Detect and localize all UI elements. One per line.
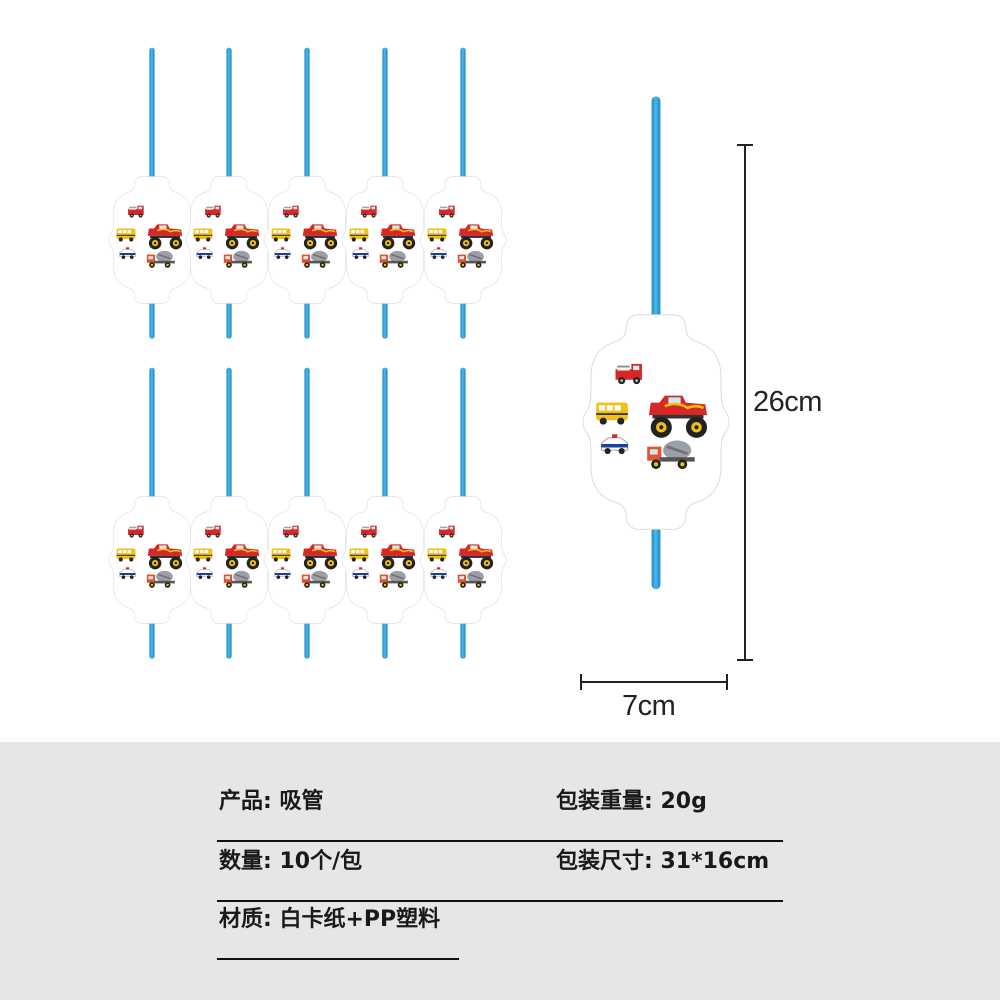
divider [217,840,783,842]
size-label: 包装尺寸: [556,849,653,874]
weight-spec: 包装重量: 20g [556,782,707,822]
straw-small-3 [264,48,350,339]
height-label: 26cm [753,386,822,418]
quantity-spec: 数量: 10个/包 [219,842,362,882]
material-value: 白卡纸+PP塑料 [279,907,441,932]
quantity-label: 数量: [219,849,272,874]
size-value: 31*16cm [660,849,770,874]
spec-row-3: 材质: 白卡纸+PP塑料 [217,900,459,960]
straw-small-8 [264,368,350,659]
divider [217,958,459,960]
weight-label: 包装重量: [556,789,653,814]
straw-small-7 [186,368,272,659]
straw-small-2 [186,48,272,339]
straw-small-9 [342,368,428,659]
product-figure [0,0,753,690]
straw-small-4 [342,48,428,339]
material-label: 材质: [219,907,272,932]
width-dimension-line [580,674,728,690]
product-spec: 产品: 吸管 [219,782,324,822]
size-spec: 包装尺寸: 31*16cm [556,842,769,882]
quantity-value: 10个/包 [279,849,363,874]
material-spec: 材质: 白卡纸+PP塑料 [219,900,440,940]
spec-panel: 产品: 吸管 包装重量: 20g 数量: 10个/包 包装尺寸: 31*16cm… [0,742,1000,1000]
straw-small-5 [420,48,506,339]
straw-small-1 [109,48,195,339]
straw-small-10 [420,368,506,659]
height-dimension-line [737,144,753,661]
spec-row-1: 产品: 吸管 包装重量: 20g [217,782,783,842]
product-label: 产品: [219,789,272,814]
divider [217,900,783,902]
width-label: 7cm [622,690,676,722]
straw-large [583,96,729,589]
product-value: 吸管 [279,789,324,814]
spec-row-2: 数量: 10个/包 包装尺寸: 31*16cm [217,842,783,902]
straw-small-6 [109,368,195,659]
weight-value: 20g [660,789,707,814]
